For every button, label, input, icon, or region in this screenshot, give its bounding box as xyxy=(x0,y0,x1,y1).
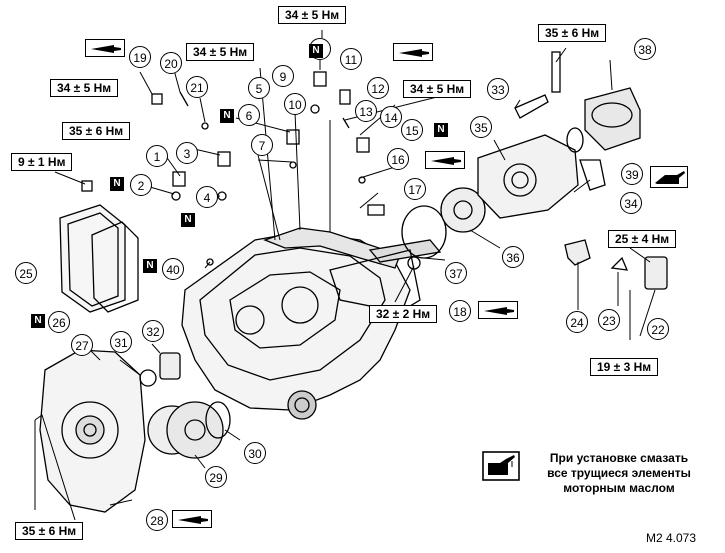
rear-housing xyxy=(477,134,579,219)
callout-25: 25 xyxy=(15,262,37,284)
new-part-marker-9: N xyxy=(309,44,323,58)
callout-30: 30 xyxy=(244,442,266,464)
callout-10: 10 xyxy=(284,93,306,115)
figure-code: M2 4.073 xyxy=(646,531,697,545)
callout-33: 33 xyxy=(487,78,509,100)
callout-15: 15 xyxy=(401,119,423,141)
callout-17: 17 xyxy=(404,178,426,200)
torque-label-8: 34 ± 5 Нм xyxy=(278,6,347,24)
torque-label-1: 35 ± 6 Нм xyxy=(62,122,131,140)
callout-28: 28 xyxy=(146,509,168,531)
torque-label-28: 35 ± 6 Нм xyxy=(15,522,84,540)
note-line-1: При установке смазать xyxy=(549,451,689,465)
callout-16: 16 xyxy=(387,148,409,170)
oil-seal xyxy=(566,127,584,153)
callout-7: 7 xyxy=(251,134,273,156)
grease-tube-icon xyxy=(85,39,125,57)
new-part-marker-4: N xyxy=(181,213,195,227)
torque-label-19: 34 ± 5 Нм xyxy=(50,79,119,97)
callout-12: 12 xyxy=(367,77,389,99)
callout-19: 19 xyxy=(129,46,151,68)
callout-6: 6 xyxy=(238,104,260,126)
new-part-marker-15: N xyxy=(434,123,448,137)
callout-22: 22 xyxy=(647,318,669,340)
torque-label-23: 19 ± 3 Нм xyxy=(590,358,659,376)
speed-sensor-gear xyxy=(564,239,591,266)
callout-4: 4 xyxy=(196,186,218,208)
callout-34: 34 xyxy=(620,192,642,214)
callout-38: 38 xyxy=(634,38,656,60)
callout-3: 3 xyxy=(176,142,198,164)
callout-5: 5 xyxy=(248,77,270,99)
needle-bearing xyxy=(159,352,181,380)
new-part-marker-2: N xyxy=(110,177,124,191)
callout-27: 27 xyxy=(71,334,93,356)
callout-32: 32 xyxy=(142,320,164,342)
snap-ring xyxy=(205,401,231,439)
callout-39: 39 xyxy=(621,163,643,185)
callout-9: 9 xyxy=(272,65,294,87)
companion-flange xyxy=(440,187,486,233)
grease-tube-icon xyxy=(172,510,212,528)
torque-label-18: 32 ± 2 Нм xyxy=(369,305,438,323)
callout-14: 14 xyxy=(380,106,402,128)
callout-35: 35 xyxy=(470,116,492,138)
dust-cover xyxy=(584,87,641,151)
oil-can-icon xyxy=(482,451,520,481)
new-part-marker-26: N xyxy=(31,314,45,328)
bracket xyxy=(579,159,606,191)
callout-29: 29 xyxy=(205,466,227,488)
callout-11: 11 xyxy=(340,48,362,70)
lubrication-note: При установке смазать все трущиеся элеме… xyxy=(534,451,704,496)
new-part-marker-6: N xyxy=(220,109,234,123)
side-cover-gasket xyxy=(91,221,139,313)
callout-13: 13 xyxy=(355,100,377,122)
new-part-marker-40: N xyxy=(143,259,157,273)
callout-31: 31 xyxy=(110,331,132,353)
torque-label-38: 35 ± 6 Нм xyxy=(538,24,607,42)
oil-can-icon xyxy=(650,166,688,188)
callout-40: 40 xyxy=(162,258,184,280)
callout-21: 21 xyxy=(186,76,208,98)
callout-23: 23 xyxy=(598,309,620,331)
callout-36: 36 xyxy=(502,246,524,268)
callout-20: 20 xyxy=(160,52,182,74)
note-line-2: все трущиеся элементы xyxy=(547,466,691,480)
grease-tube-icon xyxy=(425,151,465,169)
torque-label-14: 34 ± 5 Нм xyxy=(403,80,472,98)
callout-24: 24 xyxy=(566,311,588,333)
callout-26: 26 xyxy=(48,311,70,333)
callout-2: 2 xyxy=(130,174,152,196)
torque-label-24: 9 ± 1 Нм xyxy=(11,153,73,171)
note-line-3: моторным маслом xyxy=(563,481,675,495)
callout-1: 1 xyxy=(146,145,168,167)
torque-label-5: 34 ± 5 Нм xyxy=(186,43,255,61)
grease-tube-icon xyxy=(393,43,433,61)
grease-tube-icon xyxy=(478,301,518,319)
plug xyxy=(644,256,668,290)
callout-18: 18 xyxy=(449,300,471,322)
torque-label-22: 25 ± 4 Нм xyxy=(608,230,677,248)
callout-37: 37 xyxy=(445,262,467,284)
